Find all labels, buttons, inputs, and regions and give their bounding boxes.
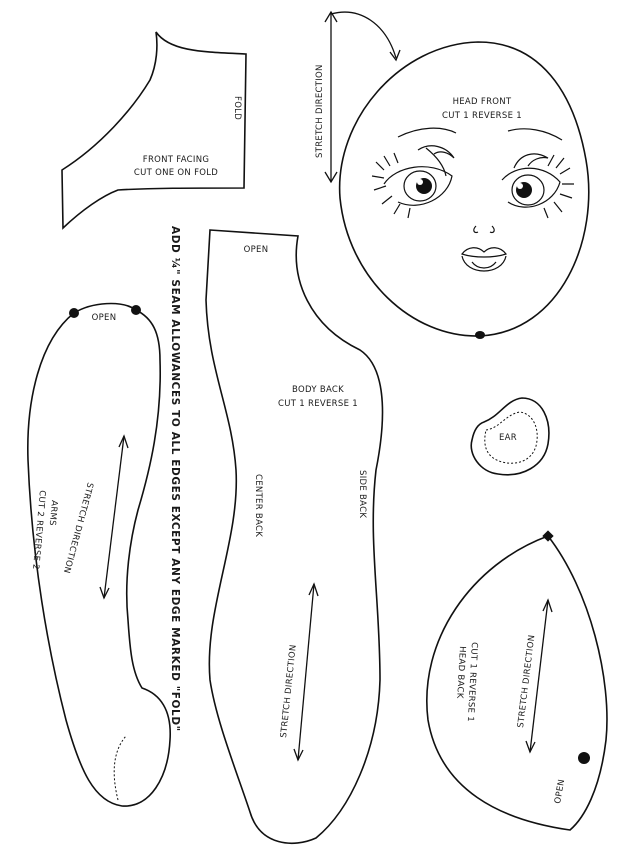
- front-facing-piece: FOLD FRONT FACING CUT ONE ON FOLD: [61, 31, 247, 230]
- body-back-title: BODY BACK: [292, 385, 344, 395]
- body-back-center-label: CENTER BACK: [253, 474, 263, 537]
- body-back-open-label: OPEN: [244, 245, 269, 255]
- front-facing-title: FRONT FACING: [143, 155, 210, 165]
- upper-lip: [461, 247, 507, 258]
- left-eye: [403, 170, 437, 202]
- head-back-title: HEAD BACK: [454, 646, 467, 699]
- seam-allowance-note: ADD ¼" SEAM ALLOWANCES TO ALL EDGES EXCE…: [169, 226, 181, 732]
- arms-thumb-dart: [113, 735, 127, 801]
- tongue: [471, 261, 497, 269]
- head-back-instruction: CUT 1 REVERSE 1: [465, 642, 479, 722]
- left-eye-lid: [383, 166, 453, 206]
- right-eye: [511, 174, 545, 206]
- arms-open-dot-left: [69, 308, 79, 318]
- right-bangs: [513, 153, 549, 169]
- head-back-outline: [426, 535, 608, 831]
- body-back-piece: OPEN BODY BACK CUT 1 REVERSE 1 CENTER BA…: [205, 229, 384, 845]
- left-bangs: [417, 145, 455, 177]
- left-eyebrow: [397, 127, 457, 138]
- arms-outline: [27, 302, 171, 807]
- front-facing-outline: [61, 31, 247, 230]
- arms-stretch-arrow: [103, 435, 125, 599]
- body-back-arrowhead-bottom: [293, 748, 304, 762]
- right-lashes: [543, 154, 574, 219]
- head-front-stretch-label: STRETCH DIRECTION: [315, 64, 325, 158]
- left-eye-highlight: [417, 179, 423, 185]
- body-back-stretch-arrow: [297, 583, 315, 761]
- head-front-curved-arrowhead: [389, 49, 401, 62]
- left-lashes: [371, 152, 411, 219]
- head-front-curved-arrow: [330, 11, 397, 59]
- arms-arrowhead-bottom: [99, 586, 110, 600]
- lower-lip: [461, 255, 507, 272]
- right-eye-lid: [501, 167, 561, 208]
- front-facing-fold-label: FOLD: [232, 96, 242, 120]
- ear-piece: EAR: [470, 397, 550, 476]
- body-back-instruction: CUT 1 REVERSE 1: [278, 399, 358, 409]
- body-back-side-label: SIDE BACK: [357, 470, 367, 518]
- head-back-piece: HEAD BACK CUT 1 REVERSE 1 STRETCH DIRECT…: [426, 530, 608, 831]
- arms-title: ARMS: [47, 500, 59, 526]
- right-eyebrow: [507, 128, 563, 141]
- head-front-piece: STRETCH DIRECTION HEAD FRONT CUT 1 REVER…: [315, 10, 590, 339]
- head-front-title: HEAD FRONT: [453, 97, 512, 107]
- ear-stitch-line: [484, 411, 538, 464]
- right-eye-highlight: [517, 183, 523, 189]
- head-back-open-dot: [578, 752, 590, 764]
- arms-arrowhead-top: [118, 434, 129, 449]
- head-back-arrowhead-top: [542, 598, 553, 613]
- front-facing-instruction: CUT ONE ON FOLD: [134, 168, 218, 178]
- nose: [473, 225, 495, 234]
- head-front-arrowhead-bottom: [324, 171, 338, 184]
- head-back-notch-diamond: [542, 530, 554, 542]
- head-back-stretch-arrow: [529, 599, 549, 753]
- head-front-notch-dot: [475, 331, 485, 339]
- head-front-instruction: CUT 1 REVERSE 1: [442, 111, 522, 121]
- face-drawing: [371, 127, 574, 272]
- arms-open-dot-right: [131, 305, 141, 315]
- arms-piece: OPEN STRETCH DIRECTION ARMS CUT 2 REVERS…: [27, 302, 171, 807]
- body-back-arrowhead-top: [308, 582, 319, 597]
- head-back-arrowhead-bottom: [525, 740, 536, 754]
- ear-title: EAR: [499, 433, 517, 443]
- head-back-open-label: OPEN: [553, 778, 567, 804]
- body-back-outline: [205, 229, 384, 845]
- head-front-arrowhead-top: [324, 10, 338, 23]
- arms-open-label: OPEN: [92, 313, 117, 323]
